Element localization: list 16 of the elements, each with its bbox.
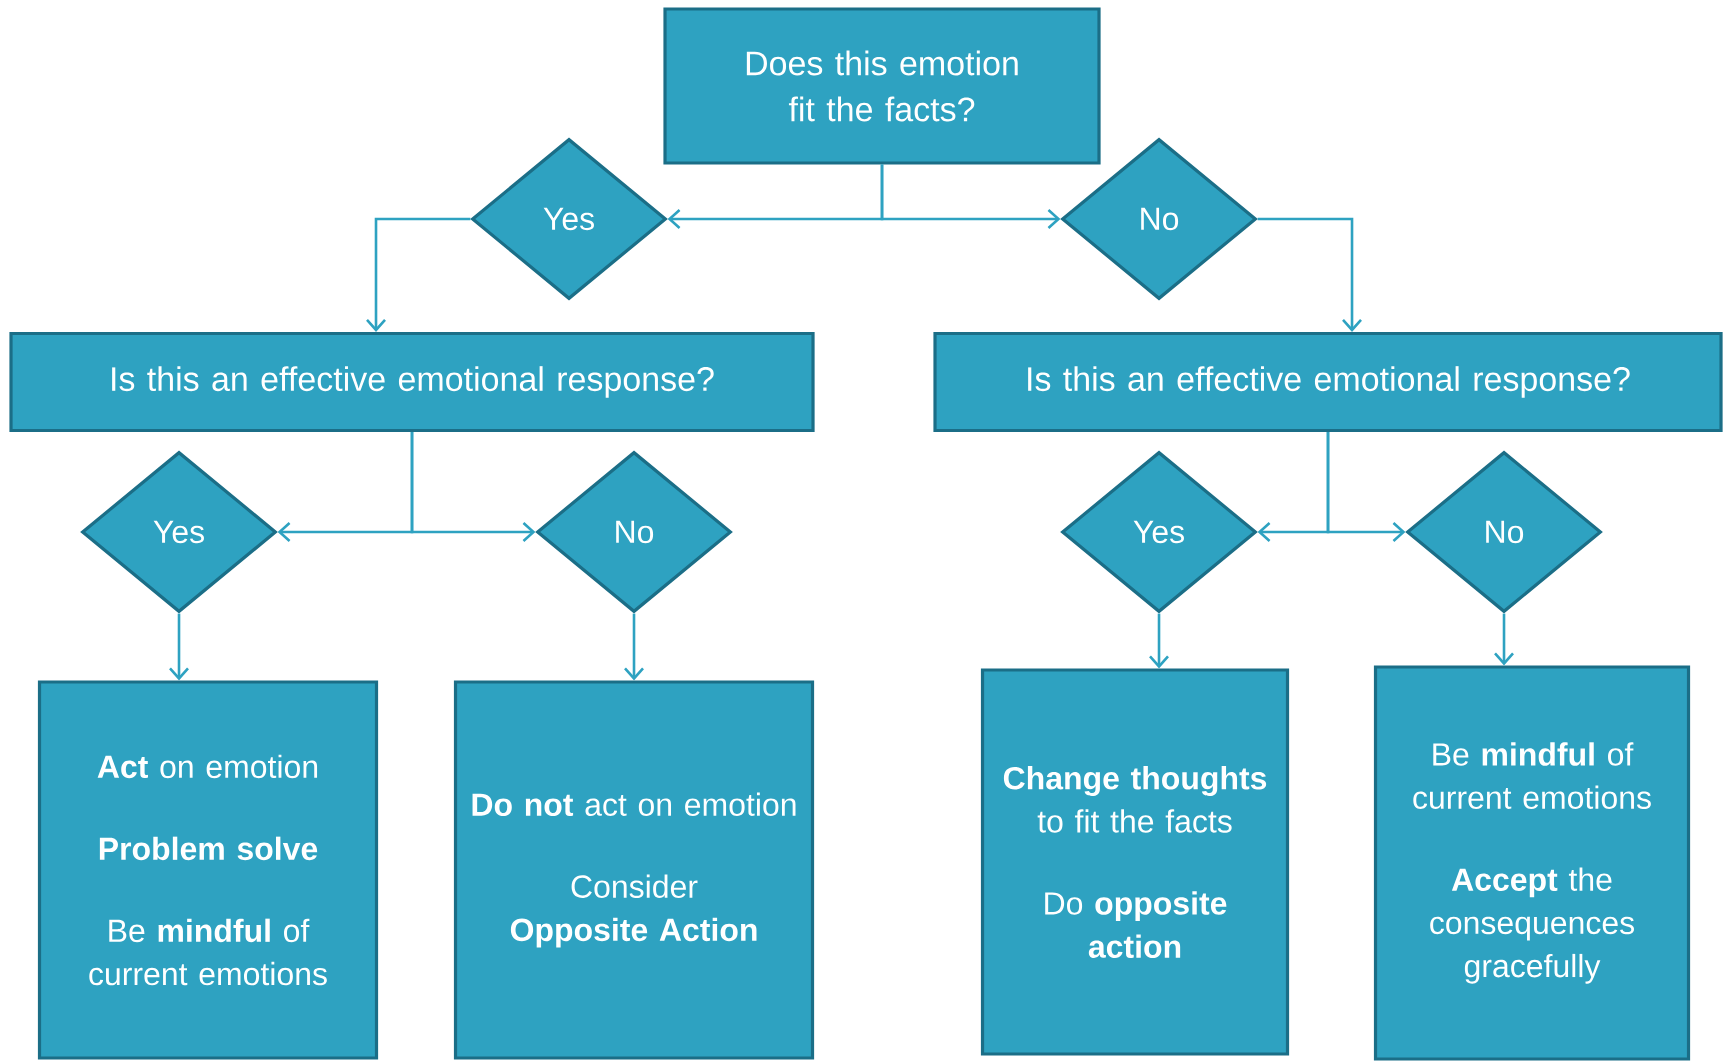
arrow: [1257, 217, 1362, 332]
arrow: [624, 613, 644, 681]
question-box: Is this an effective emotional response?: [933, 331, 1723, 433]
arrow: [366, 217, 471, 332]
arrow: [1326, 432, 1406, 542]
arrow: [410, 432, 536, 542]
arrow: [880, 164, 1061, 229]
arrow: [169, 613, 189, 681]
arrow: [1494, 613, 1514, 666]
question-box: Is this an effective emotional response?: [9, 331, 815, 433]
action-box: Change thoughts to fit the facts Do opposite action: [980, 668, 1290, 1056]
question-box: Does this emotion fit the facts?: [663, 7, 1101, 165]
action-box: Act on emotion Problem solve Be mindful of current emotions: [37, 680, 379, 1060]
action-box: Be mindful of current emotions Accept the consequences gracefully: [1373, 665, 1691, 1061]
action-box: Do not act on emotion Consider Opposite Action: [453, 680, 815, 1060]
arrow: [1149, 613, 1169, 669]
